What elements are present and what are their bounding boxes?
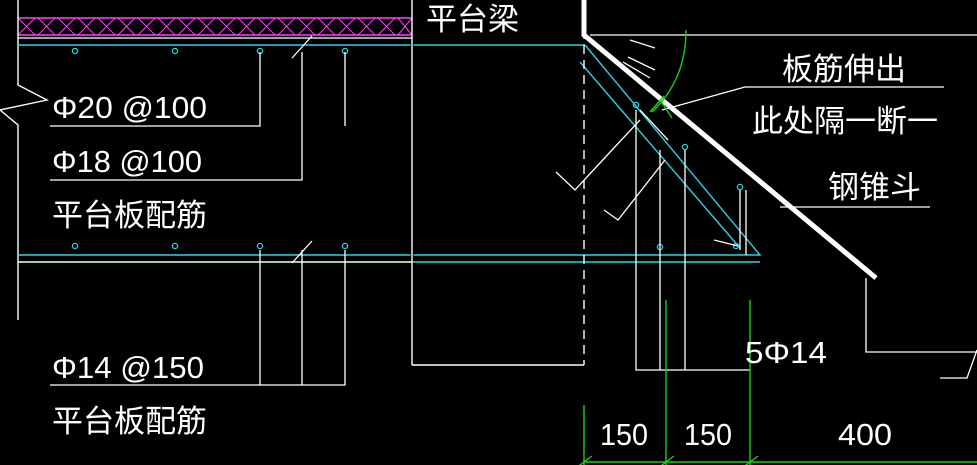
- hatch-stroke: [397, 17, 413, 36]
- hatch-stroke: [37, 17, 56, 36]
- hatch-stroke: [57, 17, 76, 36]
- hatch-stroke: [117, 17, 136, 36]
- stair-slope-line: [581, 0, 878, 280]
- note-line-2: 此处隔一断一: [752, 104, 938, 140]
- rebar-dot: [71, 242, 79, 250]
- top-rebar-leaders: [50, 35, 346, 181]
- hatch-stroke: [17, 17, 36, 36]
- hatch-stroke: [177, 17, 196, 36]
- dimension-label-1: 150: [600, 417, 648, 452]
- corner-rebar: [555, 39, 977, 379]
- rebar-dot: [732, 242, 740, 250]
- top-rebar-label-1: Φ20 @100: [52, 90, 207, 125]
- hatch-stroke: [237, 17, 256, 36]
- platform-beam: [410, 0, 585, 366]
- hatch-stroke: [157, 17, 176, 36]
- hatch-stroke: [217, 17, 236, 36]
- hatch-stroke: [137, 17, 156, 36]
- dimension-label-2: 150: [684, 417, 732, 452]
- dimension-lines: [578, 29, 977, 465]
- hatch-stroke: [97, 17, 116, 36]
- hatch-stroke: [357, 17, 376, 36]
- dimension-label-3: 400: [838, 417, 892, 452]
- hatch-stroke: [197, 17, 216, 36]
- hatch-stroke: [277, 17, 296, 36]
- rebar-dot: [632, 101, 640, 109]
- top-rebar-label-2: Φ18 @100: [52, 144, 202, 179]
- note-line-1: 板筋伸出: [782, 52, 906, 88]
- rebar-dot: [171, 47, 179, 55]
- rebar-dot: [736, 183, 744, 191]
- hatch-stroke: [377, 17, 396, 36]
- hatch-stroke: [297, 17, 316, 36]
- slab-lines: [18, 37, 412, 263]
- bottom-rebar-label: Φ14 @150: [52, 350, 204, 385]
- rebar-dot: [256, 242, 264, 250]
- slab-label-top: 平台板配筋: [52, 198, 207, 234]
- rebar-dot: [341, 242, 349, 250]
- bottom-rebar-leaders: [50, 240, 346, 386]
- beam-label: 平台梁: [426, 2, 519, 38]
- hatch-stroke: [257, 17, 276, 36]
- slab-label-bottom: 平台板配筋: [52, 404, 207, 440]
- rebar-dot: [681, 143, 689, 151]
- hatch-stroke: [337, 17, 356, 36]
- rebar-dot: [71, 47, 79, 55]
- hatch-stroke: [317, 17, 336, 36]
- rebar-dot: [171, 242, 179, 250]
- left-break-line: [0, 0, 50, 320]
- note-line-3: 钢锥斗: [828, 170, 921, 206]
- hatch-band: [17, 17, 413, 36]
- hatch-stroke: [77, 17, 96, 36]
- corner-rebar-label: 5Φ14: [745, 335, 827, 370]
